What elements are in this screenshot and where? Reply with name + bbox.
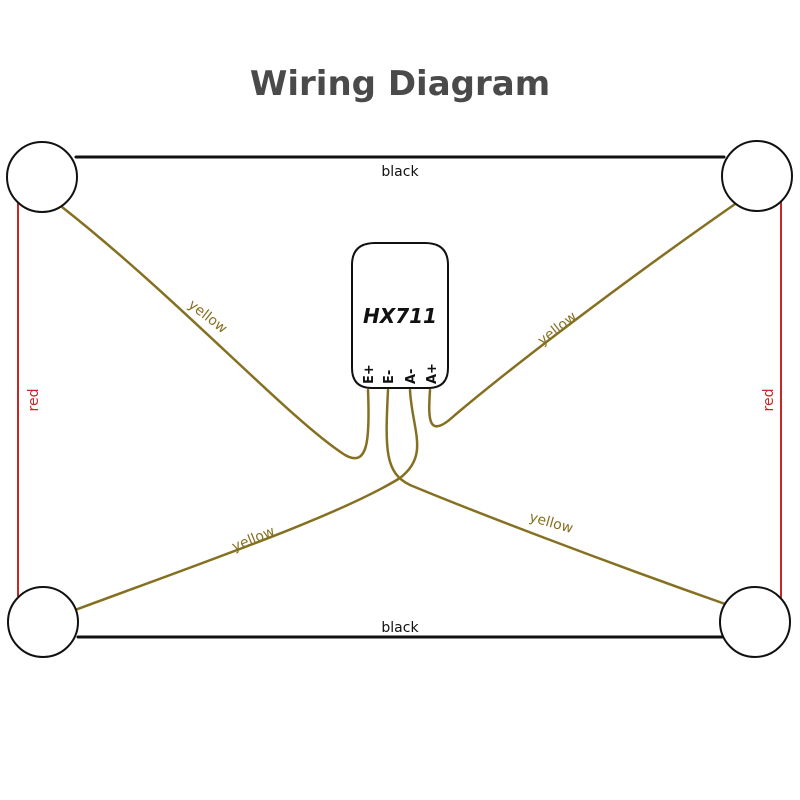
hx711-module	[351, 242, 449, 389]
label-black-bottom: black	[381, 620, 419, 636]
load-cell-top-right	[721, 140, 793, 212]
yellow-wire-bottom-left	[73, 388, 419, 612]
yellow-wire-top-right	[427, 200, 740, 428]
label-red-left: red	[26, 389, 42, 412]
diagram-title: Wiring Diagram	[250, 64, 550, 104]
load-cell-top-left	[6, 141, 78, 213]
yellow-wire-bottom-right	[385, 388, 730, 607]
label-red-right: red	[761, 389, 777, 412]
pin-label-a-minus: A-	[404, 369, 419, 384]
label-yellow-top-right: yellow	[535, 309, 580, 349]
label-yellow-top-left: yellow	[185, 297, 230, 337]
load-cell-bottom-right	[719, 586, 791, 658]
pin-label-a-plus: A+	[425, 363, 440, 384]
load-cell-bottom-left	[7, 586, 79, 658]
pin-label-e-plus: E+	[362, 364, 377, 384]
module-label: HX711	[363, 304, 437, 328]
pin-label-e-minus: E-	[382, 370, 397, 384]
yellow-wire-top-left	[60, 205, 370, 460]
label-black-top: black	[381, 164, 419, 180]
label-yellow-bottom-left: yellow	[230, 524, 277, 556]
